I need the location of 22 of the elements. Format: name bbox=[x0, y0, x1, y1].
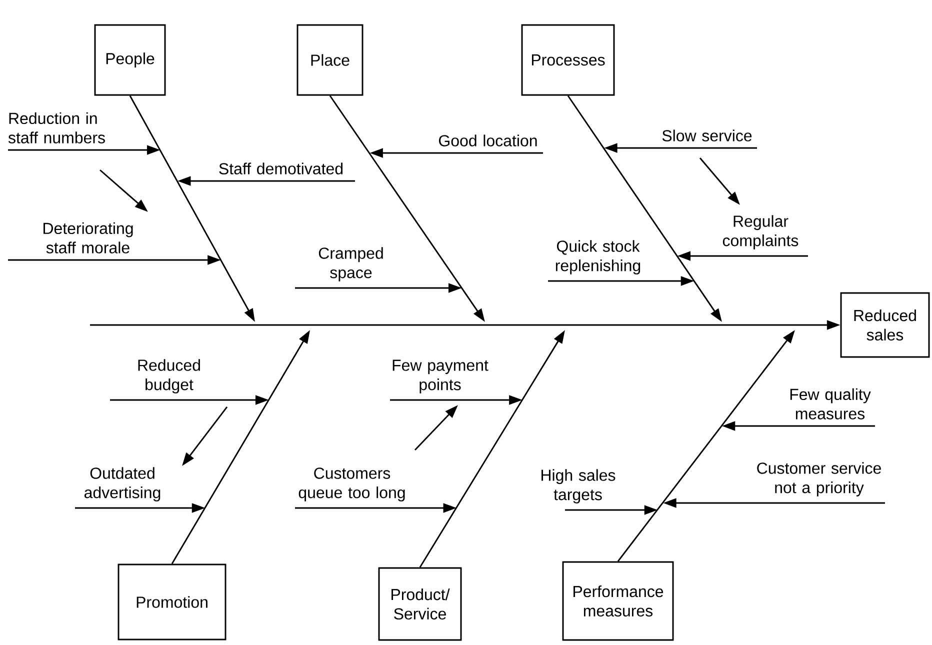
category-box: Place bbox=[296, 24, 364, 96]
category-box: Promotion bbox=[118, 564, 226, 640]
cause-text: Quick stock replenishing bbox=[556, 240, 640, 274]
cause-text: Reduced budget bbox=[138, 359, 200, 394]
cause-text: Customer service not a priority bbox=[757, 462, 881, 496]
category-box: People bbox=[94, 24, 166, 96]
category-box: Performance measures bbox=[562, 561, 674, 641]
category-box: Product/ Service bbox=[378, 567, 462, 641]
cause-text: Slow service bbox=[662, 130, 752, 142]
cause-text: Outdated advertising bbox=[84, 467, 160, 502]
cause-text: Staff demotivated bbox=[219, 162, 343, 174]
cause-text: Customers queue too long bbox=[298, 468, 405, 502]
cause-text: Cramped space bbox=[318, 247, 383, 282]
cause-text: High sales targets bbox=[542, 469, 616, 504]
effect-box: Reduced sales bbox=[840, 292, 930, 358]
cause-text: Few payment points bbox=[392, 360, 488, 394]
cause-text: Good location bbox=[439, 134, 537, 146]
cause-text: Deteriorating staff morale bbox=[44, 222, 133, 254]
cause-text: Regular complaints bbox=[722, 215, 798, 250]
cause-text: Reduction in staff numbers bbox=[8, 112, 105, 144]
cause-text: Few quality measures bbox=[790, 388, 871, 420]
category-box: Processes bbox=[521, 24, 615, 96]
